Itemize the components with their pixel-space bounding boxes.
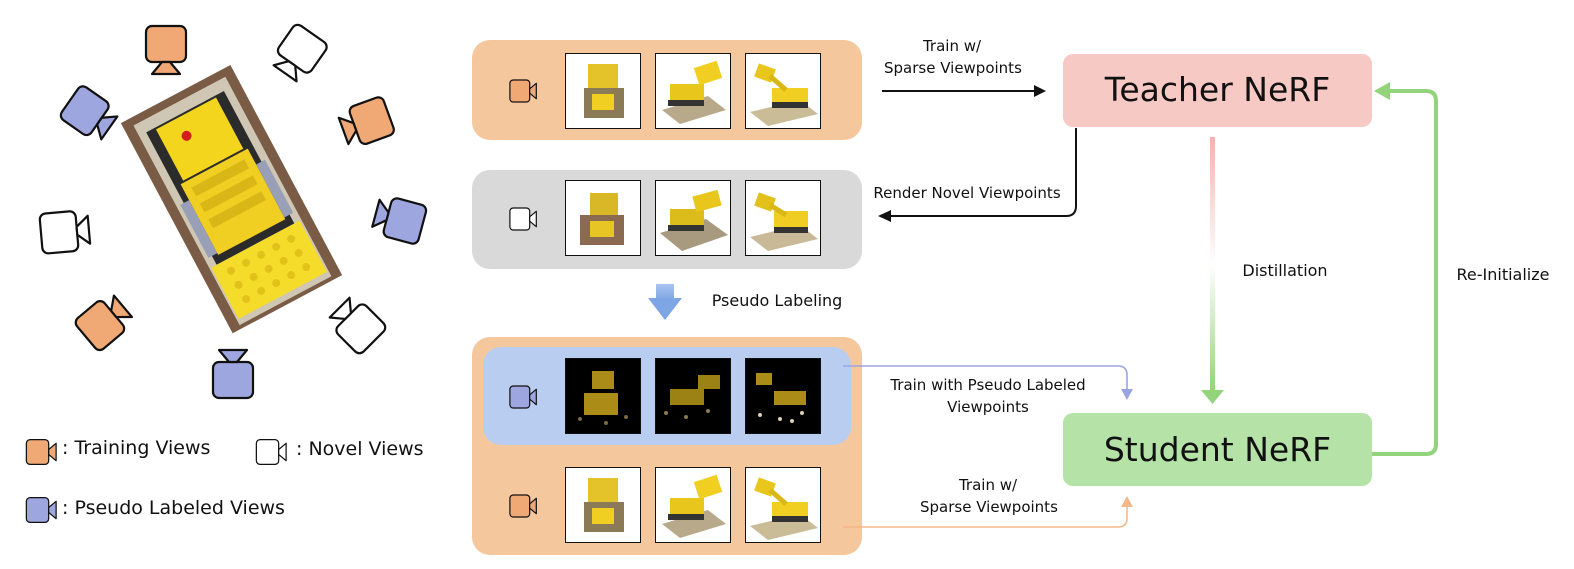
novel-thumb-1	[565, 180, 641, 256]
arrow-render-novel	[878, 128, 1077, 222]
arrow-train-pseudo	[843, 365, 1133, 400]
arrow-distillation	[1201, 137, 1224, 404]
student-nerf-box	[1063, 413, 1372, 486]
label-train-sparse-bottom-2: Sparse Viewpoints	[920, 498, 1058, 516]
training-thumb-4	[565, 467, 641, 543]
label-train-sparse-top-1: Train w/	[922, 37, 982, 55]
pseudo-thumb-2	[655, 358, 731, 434]
camera-icon	[509, 207, 537, 231]
pseudo-thumb-3	[745, 358, 821, 434]
teacher-nerf-title: Teacher NeRF	[1104, 70, 1331, 109]
training-thumb-5	[655, 467, 731, 543]
student-nerf-title: Student NeRF	[1103, 430, 1332, 469]
pseudo-thumb-1	[565, 358, 641, 434]
teacher-nerf-box	[1063, 54, 1372, 127]
training-thumb-6	[745, 467, 821, 543]
training-thumb-2	[655, 53, 731, 129]
label-train-pseudo-1: Train with Pseudo Labeled	[890, 376, 1086, 394]
label-train-sparse-bottom-1: Train w/	[958, 476, 1018, 494]
label-distillation: Distillation	[1242, 261, 1328, 280]
scene-illustration	[25, 21, 429, 524]
camera-icon	[509, 79, 537, 103]
lego-bulldozer-image	[120, 64, 343, 334]
legend-novel-views: : Novel Views	[296, 438, 424, 460]
arrow-reinitialize	[1372, 82, 1438, 456]
label-train-sparse-top-2: Sparse Viewpoints	[884, 59, 1022, 77]
legend-pseudo-labeled-views: : Pseudo Labeled Views	[62, 497, 285, 519]
label-reinitialize: Re-Initialize	[1456, 265, 1550, 284]
training-thumb-3	[745, 53, 821, 129]
label-train-pseudo-2: Viewpoints	[947, 398, 1029, 416]
arrow-train-sparse-top	[882, 85, 1046, 97]
legend-training-views: : Training Views	[62, 437, 211, 459]
arrow-train-sparse-bottom	[843, 496, 1133, 528]
label-render-novel: Render Novel Viewpoints	[873, 184, 1061, 202]
arrow-pseudo-labeling	[648, 284, 682, 320]
camera-icon	[509, 494, 537, 518]
novel-thumb-2	[655, 180, 731, 256]
camera-icon	[509, 385, 537, 409]
training-thumb-1	[565, 53, 641, 129]
label-pseudo-labeling: Pseudo Labeling	[711, 291, 843, 310]
novel-thumb-3	[745, 180, 821, 256]
